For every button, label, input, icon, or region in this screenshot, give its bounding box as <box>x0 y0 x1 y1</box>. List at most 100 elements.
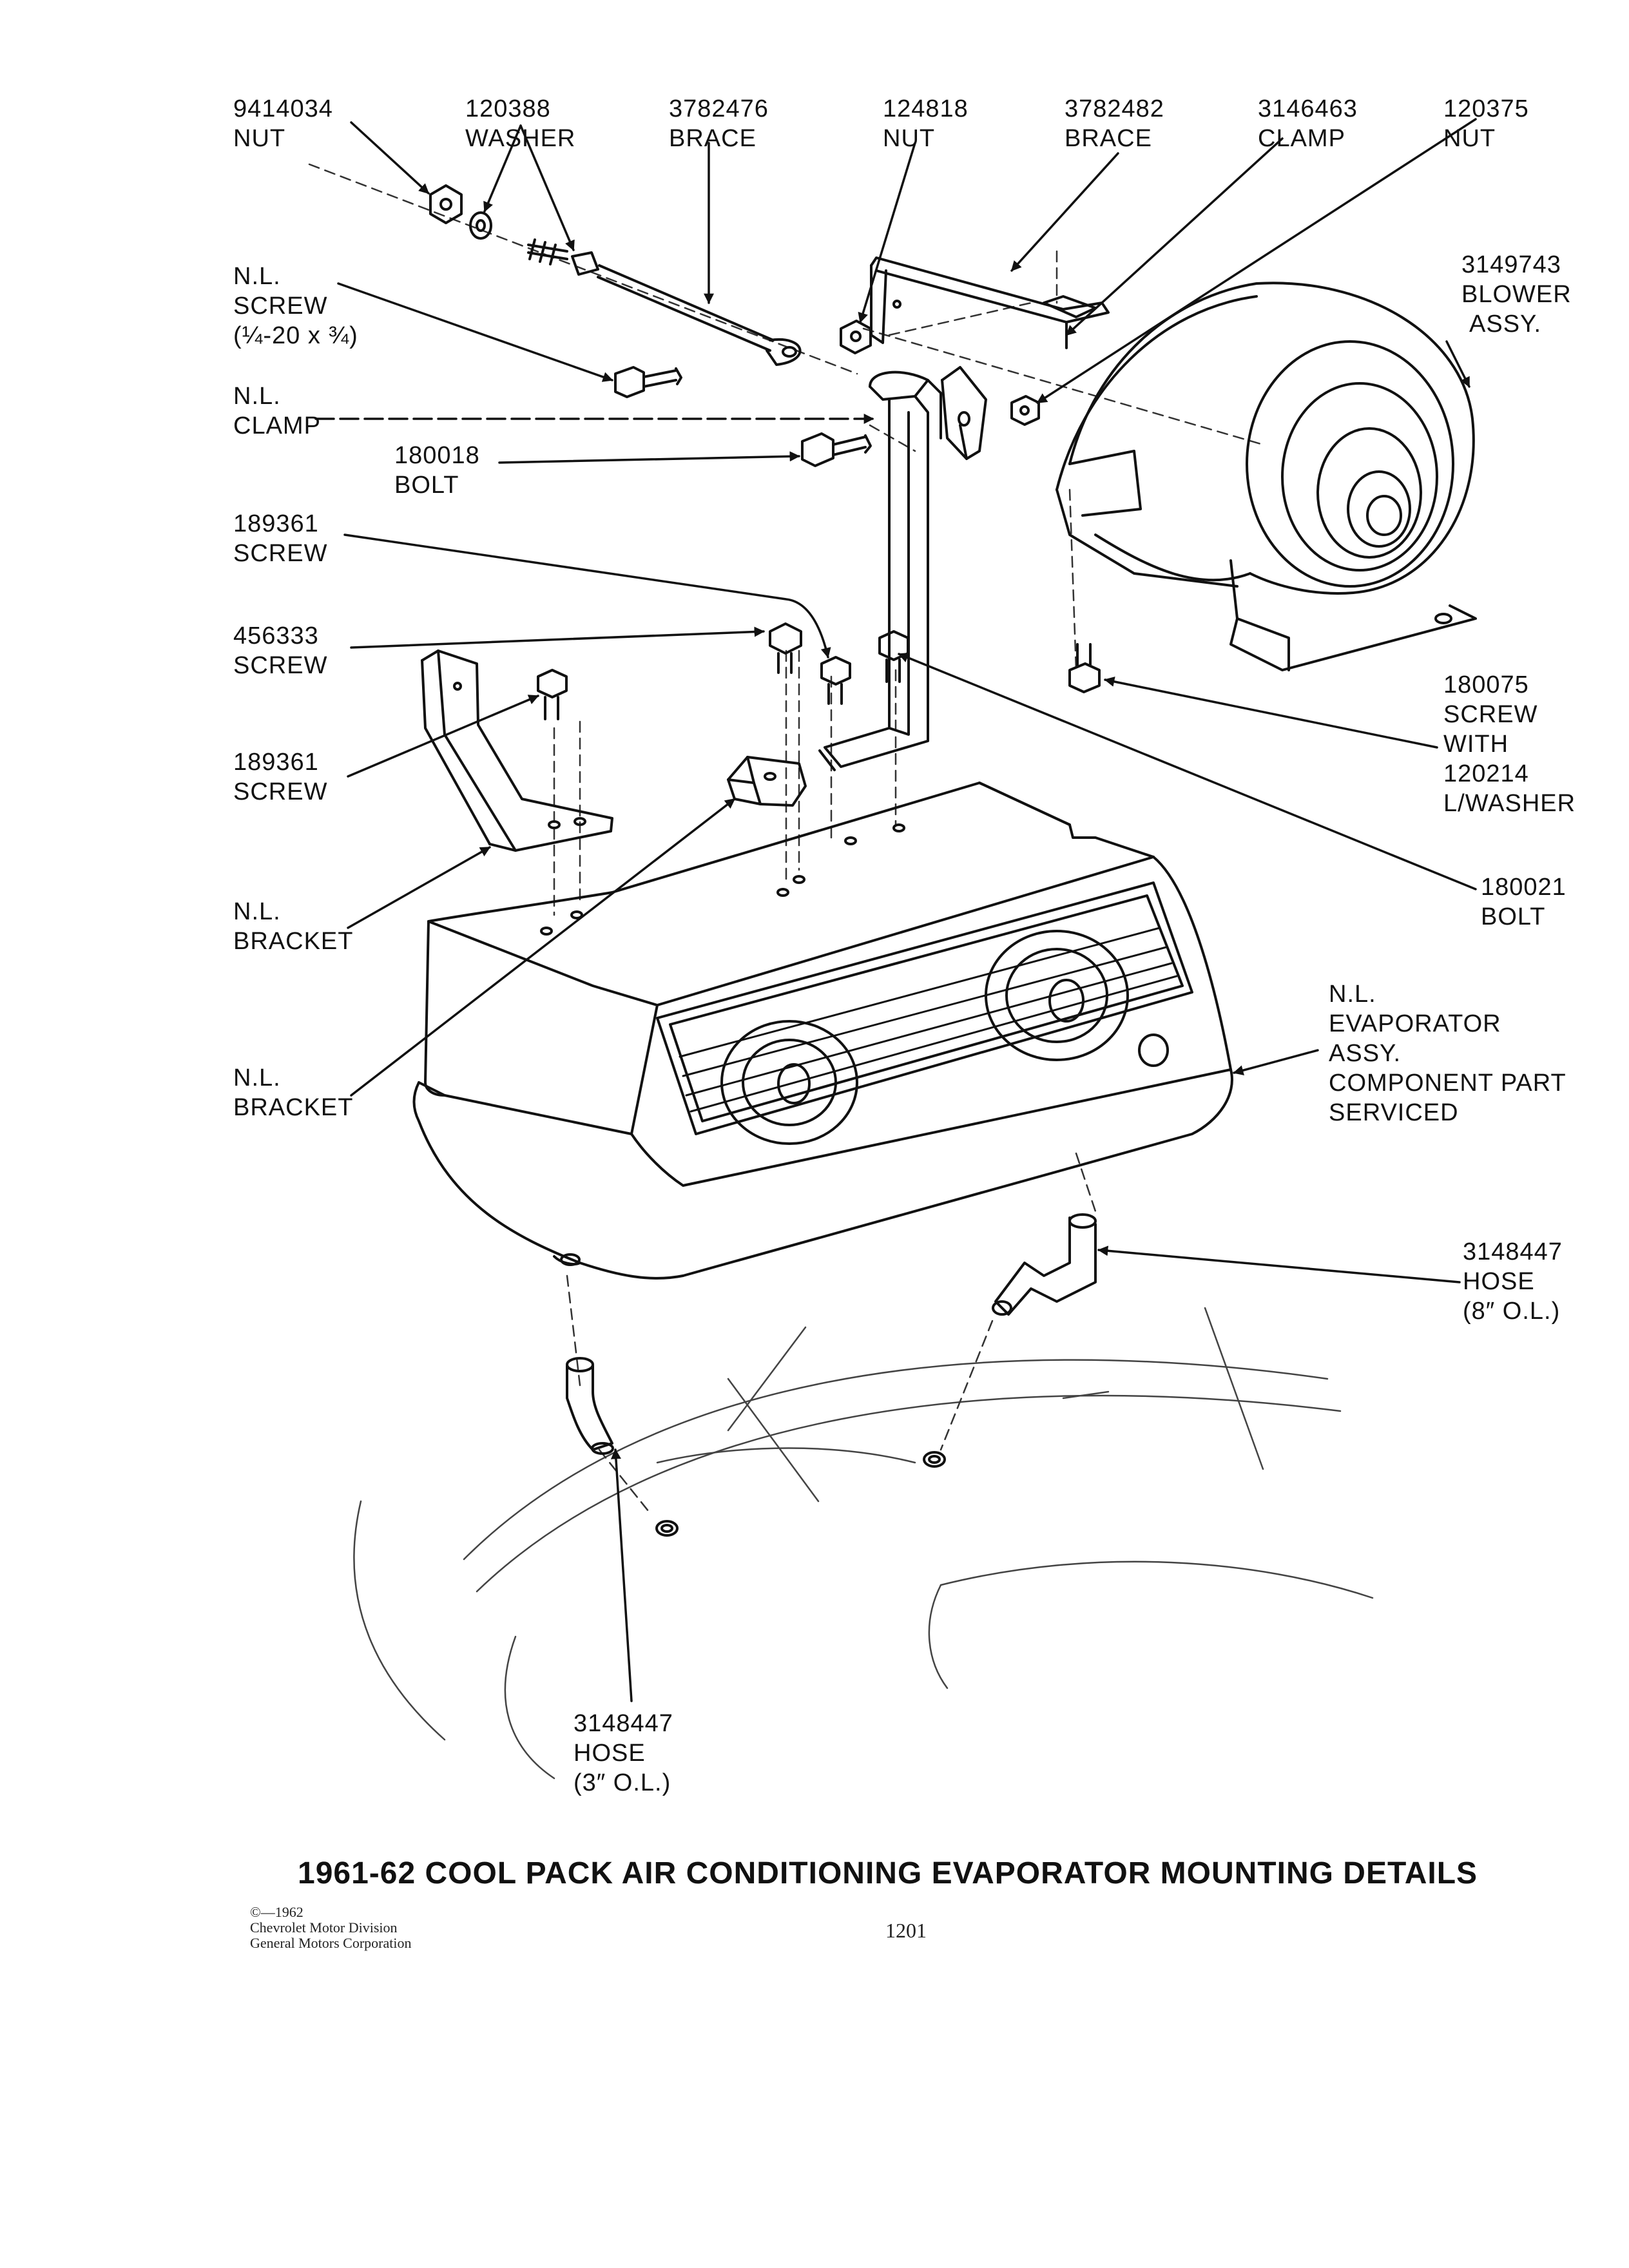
part-number: 3146463 <box>1258 95 1358 122</box>
part-number: 180018 <box>394 442 480 469</box>
label-screw-189361-a: 189361 SCREW <box>233 509 327 568</box>
part-note: WITH <box>1443 731 1509 758</box>
label-screw-180075: 180075 SCREW WITH 120214 L/WASHER <box>1443 670 1576 818</box>
part-name: BOLT <box>1481 903 1546 930</box>
copyright-notice: ©—1962 Chevrolet Motor Division General … <box>250 1905 412 1951</box>
part-name: BRACKET <box>233 1094 354 1121</box>
part-name: L/WASHER <box>1443 790 1576 817</box>
label-washer-120388: 120388 WASHER <box>465 94 575 153</box>
label-brace-3782476: 3782476 BRACE <box>669 94 769 153</box>
part-number: 3149743 <box>1461 251 1561 278</box>
nl-screw-shape <box>615 367 681 397</box>
part-number: 3782482 <box>1065 95 1164 122</box>
part-size: (3″ O.L.) <box>574 1769 671 1796</box>
part-number: 9414034 <box>233 95 333 122</box>
part-number: N.L. <box>233 263 281 290</box>
part-number: 189361 <box>233 510 319 537</box>
part-name: NUT <box>883 125 936 152</box>
part-number: 120214 <box>1443 760 1529 787</box>
label-nl-bracket-a: N.L. BRACKET <box>233 897 353 956</box>
part-name: HOSE <box>1463 1268 1535 1295</box>
label-bolt-180021: 180021 BOLT <box>1481 872 1566 932</box>
part-number: 120388 <box>465 95 551 122</box>
part-name: WASHER <box>465 125 576 152</box>
part-name: BRACKET <box>233 928 354 955</box>
part-size: (8″ O.L.) <box>1463 1298 1561 1325</box>
nut-124818-shape <box>841 321 871 353</box>
part-name: BRACE <box>1065 125 1152 152</box>
hose-8-shape <box>993 1215 1095 1314</box>
label-hose-3: 3148447 HOSE (3″ O.L.) <box>574 1709 673 1798</box>
label-nl-bracket-b: N.L. BRACKET <box>233 1063 353 1122</box>
label-clamp-3146463: 3146463 CLAMP <box>1258 94 1358 153</box>
clamp-3146463-shape <box>942 367 986 459</box>
part-name: BRACE <box>669 125 757 152</box>
label-screw-189361-b: 189361 SCREW <box>233 747 327 807</box>
nut-9414034-shape <box>430 186 461 223</box>
part-number: 189361 <box>233 749 319 776</box>
part-number: N.L. <box>233 898 281 925</box>
screw-189361-left-shape <box>538 670 566 719</box>
part-size: (¼-20 x ¾) <box>233 322 358 349</box>
label-bolt-180018: 180018 BOLT <box>394 441 480 500</box>
part-name: CLAMP <box>1258 125 1345 152</box>
part-number: N.L. <box>233 1064 281 1091</box>
label-blower-3149743: 3149743 BLOWER ASSY. <box>1461 250 1572 339</box>
part-number: 180021 <box>1481 874 1566 901</box>
part-name: SCREW <box>233 293 328 320</box>
part-number: 124818 <box>883 95 969 122</box>
screw-180075-shape <box>1070 644 1099 692</box>
part-name: HOSE <box>574 1740 646 1767</box>
body-panel-lines <box>354 1308 1373 1778</box>
part-name: BOLT <box>394 472 459 499</box>
part-note: SERVICED <box>1329 1099 1459 1126</box>
part-name: CLAMP <box>233 412 321 439</box>
blower-assembly-shape <box>1057 283 1476 670</box>
copyright-division: Chevrolet Motor Division <box>250 1919 398 1936</box>
part-number: 3148447 <box>1463 1238 1563 1265</box>
label-nl-clamp: N.L. CLAMP <box>233 381 321 441</box>
nut-120375-shape <box>1012 396 1039 425</box>
evaporator-assembly-shape <box>414 783 1232 1278</box>
screw-456333-shape <box>770 624 801 673</box>
part-name: ASSY. <box>1469 311 1542 338</box>
label-nut-124818: 124818 NUT <box>883 94 969 153</box>
nl-bracket-center-shape <box>728 757 805 805</box>
part-name: SCREW <box>1443 701 1538 728</box>
copyright-year: ©—1962 <box>250 1904 304 1920</box>
hose-3-shape <box>567 1358 613 1454</box>
washer-120388-shape <box>470 213 491 238</box>
part-name: SCREW <box>233 778 328 805</box>
label-brace-3782482: 3782482 BRACE <box>1065 94 1164 153</box>
screw-189361-center-shape <box>822 657 850 704</box>
part-number: N.L. <box>1329 981 1376 1008</box>
page-number: 1201 <box>885 1919 927 1942</box>
part-number: N.L. <box>233 383 281 410</box>
label-nut-9414034: 9414034 NUT <box>233 94 333 153</box>
vertical-bracket-shape <box>820 372 941 770</box>
label-screw-456333: 456333 SCREW <box>233 621 327 680</box>
part-name: ASSY. <box>1329 1040 1402 1067</box>
part-number: 120375 <box>1443 95 1529 122</box>
part-number: 3148447 <box>574 1710 673 1737</box>
part-name: EVAPORATOR <box>1329 1010 1501 1037</box>
part-name: SCREW <box>233 652 328 679</box>
part-number: 456333 <box>233 622 319 649</box>
figure-caption: 1961-62 COOL PACK AIR CONDITIONING EVAPO… <box>298 1856 1478 1890</box>
label-nl-evaporator: N.L. EVAPORATOR ASSY. COMPONENT PART SER… <box>1329 979 1566 1128</box>
part-name: BLOWER <box>1461 281 1572 308</box>
part-name: SCREW <box>233 540 328 567</box>
bolt-180018-shape <box>802 434 871 466</box>
brace-3782476-shape <box>528 240 800 365</box>
copyright-corporation: General Motors Corporation <box>250 1935 412 1951</box>
part-name: NUT <box>233 125 286 152</box>
label-nut-120375: 120375 NUT <box>1443 94 1529 153</box>
label-nl-screw: N.L. SCREW (¼-20 x ¾) <box>233 262 358 351</box>
assembly-centerlines <box>309 164 1263 1514</box>
part-name: NUT <box>1443 125 1496 152</box>
part-note: COMPONENT PART <box>1329 1070 1566 1097</box>
grommet-holes <box>657 1452 945 1535</box>
brace-3782482-shape <box>871 258 1108 348</box>
